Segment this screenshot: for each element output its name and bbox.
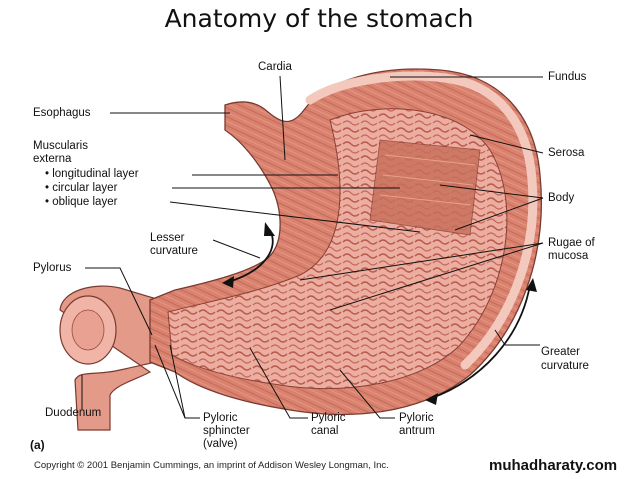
label-duodenum: Duodenum bbox=[45, 407, 102, 419]
label-muscularis-line2: externa bbox=[33, 153, 72, 165]
label-longitudinal-layer: • longitudinal layer bbox=[45, 168, 139, 180]
label-serosa: Serosa bbox=[548, 147, 585, 159]
stomach-shape bbox=[149, 68, 542, 416]
label-pyloric-sphincter-line3: (valve) bbox=[203, 438, 238, 450]
label-lesser-curvature-line1: Lesser bbox=[150, 232, 185, 244]
label-pylorus: Pylorus bbox=[33, 262, 72, 274]
label-body: Body bbox=[548, 192, 575, 204]
greater-curvature-arrow bbox=[425, 278, 537, 405]
label-fundus: Fundus bbox=[548, 71, 587, 83]
label-pyloric-antrum-line2: antrum bbox=[399, 425, 435, 437]
panel-label: (a) bbox=[30, 438, 45, 452]
label-lesser-curvature-line2: curvature bbox=[150, 245, 198, 257]
slide-title: Anatomy of the stomach bbox=[164, 4, 474, 33]
watermark: muhadharaty.com bbox=[489, 457, 618, 474]
leader-lines bbox=[81, 75, 544, 419]
label-rugae-line2: mucosa bbox=[548, 250, 589, 262]
label-greater-curvature-line2: curvature bbox=[541, 360, 589, 372]
label-pyloric-canal-line1: Pyloric bbox=[311, 412, 346, 424]
label-pyloric-sphincter-line1: Pyloric bbox=[203, 412, 238, 424]
lesser-curvature-arrow bbox=[222, 222, 275, 288]
label-greater-curvature-line1: Greater bbox=[541, 346, 580, 358]
label-circular-layer: • circular layer bbox=[45, 182, 118, 194]
label-muscularis-line1: Muscularis bbox=[33, 140, 88, 152]
label-esophagus: Esophagus bbox=[33, 107, 91, 119]
duodenum-shape bbox=[59, 285, 166, 431]
label-pyloric-antrum-line1: Pyloric bbox=[399, 412, 434, 424]
label-oblique-layer: • oblique layer bbox=[45, 196, 118, 208]
label-cardia: Cardia bbox=[258, 61, 292, 73]
copyright-text: Copyright © 2001 Benjamin Cummings, an i… bbox=[34, 460, 389, 471]
label-pyloric-canal-line2: canal bbox=[311, 425, 339, 437]
label-pyloric-sphincter-line2: sphincter bbox=[203, 425, 250, 437]
label-rugae-line1: Rugae of bbox=[548, 237, 595, 249]
